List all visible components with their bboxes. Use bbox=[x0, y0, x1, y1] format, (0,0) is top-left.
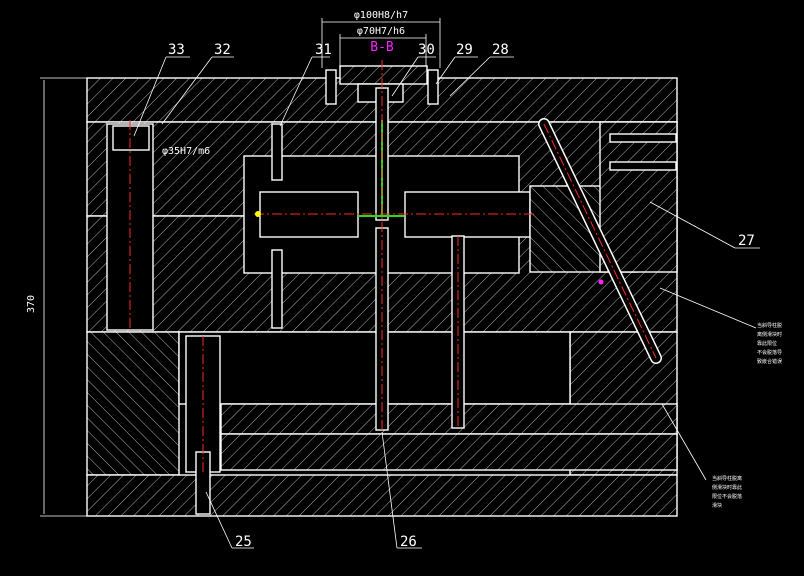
ejector-plate bbox=[220, 433, 678, 471]
leader-29 bbox=[435, 56, 456, 85]
part-number-28: 28 bbox=[492, 42, 509, 58]
screw-right bbox=[427, 69, 439, 105]
bottom-note-line-1: 当斜导柱脱离 bbox=[712, 475, 742, 482]
dim-overall-height: 370 bbox=[26, 295, 37, 313]
leader-26 bbox=[381, 431, 398, 549]
ejector-space bbox=[178, 331, 571, 405]
part-number-31: 31 bbox=[315, 42, 332, 58]
leader-28 bbox=[449, 56, 491, 97]
leader-25 bbox=[205, 491, 233, 549]
dim-pin-fit: φ35H7/m6 bbox=[162, 146, 210, 157]
part-number-29: 29 bbox=[456, 42, 473, 58]
right-note-line-2: 离侧滑块时 bbox=[757, 331, 782, 338]
part-number-25: 25 bbox=[235, 534, 252, 550]
right-note-line-3: 靠此限位 bbox=[757, 340, 777, 347]
marker-yellow bbox=[255, 211, 261, 217]
guide-pillar bbox=[106, 123, 154, 331]
side-screw-lower bbox=[609, 161, 677, 171]
bottom-note: 当斜导柱脱离 侧滑块时靠此 限位不会脱落 滑块 bbox=[712, 475, 742, 509]
leader-27 bbox=[649, 201, 736, 249]
bottom-note-line-2: 侧滑块时靠此 bbox=[712, 484, 742, 491]
part-number-33: 33 bbox=[168, 42, 185, 58]
slide-wedge bbox=[599, 121, 678, 273]
ejector-retainer-plate bbox=[220, 403, 678, 435]
right-note: 当斜导柱脱 离侧滑块时 靠此限位 不会脱落导 致嵌合错误 bbox=[757, 322, 782, 365]
side-screw-upper bbox=[609, 133, 677, 143]
angle-pin-centerline bbox=[543, 123, 657, 359]
dim-top-inner: φ70H7/h6 bbox=[357, 26, 405, 37]
guide-bushing bbox=[112, 125, 150, 151]
dim-top-outer: φ100H8/h7 bbox=[354, 10, 408, 21]
leader-31 bbox=[279, 56, 313, 127]
right-note-line-4: 不会脱落导 bbox=[757, 349, 782, 356]
part-number-32: 32 bbox=[214, 42, 231, 58]
marker-magenta bbox=[598, 279, 604, 285]
leader-33 bbox=[133, 56, 167, 137]
bottom-note-line-4: 滑块 bbox=[712, 502, 722, 509]
dowel-upper bbox=[271, 123, 283, 181]
right-note-line-5: 致嵌合错误 bbox=[757, 358, 782, 365]
leader-30 bbox=[391, 56, 419, 97]
section-label: B-B bbox=[370, 40, 394, 55]
part-number-26: 26 bbox=[400, 534, 417, 550]
part-number-27: 27 bbox=[738, 233, 755, 249]
leader-right-note bbox=[659, 287, 757, 329]
screw-left bbox=[325, 69, 337, 105]
bottom-note-line-3: 限位不会脱落 bbox=[712, 493, 742, 500]
right-note-line-1: 当斜导柱脱 bbox=[757, 322, 782, 329]
bottom-clamp-plate bbox=[86, 474, 678, 517]
bottom-bolt bbox=[195, 451, 211, 515]
leader-bottom-note bbox=[661, 403, 707, 481]
locating-ring bbox=[339, 65, 428, 85]
dowel-lower bbox=[271, 249, 283, 329]
leader-32 bbox=[161, 56, 213, 125]
part-number-30: 30 bbox=[418, 42, 435, 58]
left-spacer-block bbox=[86, 331, 180, 476]
